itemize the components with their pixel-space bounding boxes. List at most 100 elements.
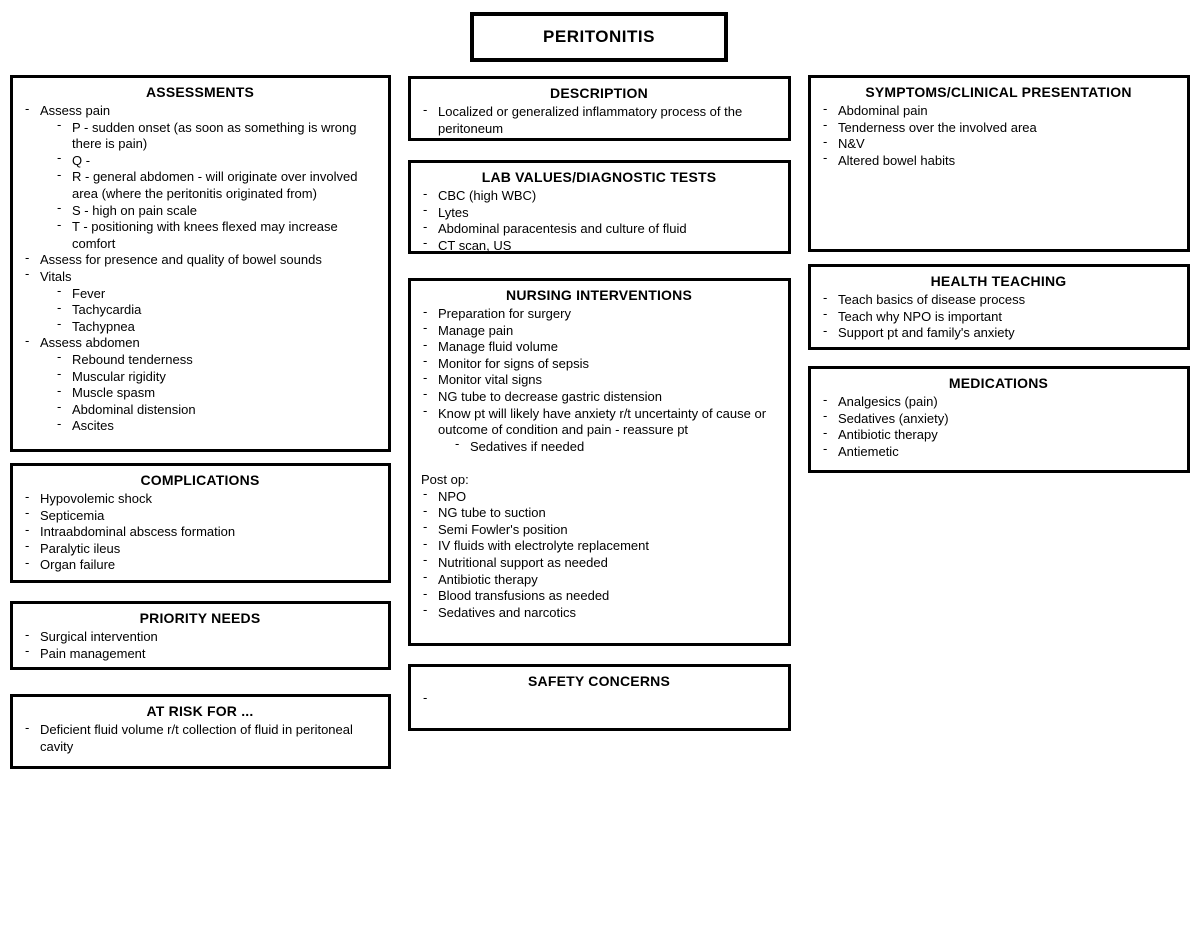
section-items: -Localized or generalized inflammatory p… [414,101,784,137]
list-item: -Sedatives (anxiety) [814,408,1183,428]
list-item-text: Altered bowel habits [838,152,956,168]
section-heading: AT RISK FOR ... [146,703,254,719]
dash-bullet: - [423,235,428,251]
dash-bullet: - [823,133,828,149]
dash-bullet: - [57,399,62,415]
section-assessments: ASSESSMENTS -Assess pain-P - sudden onse… [10,75,391,452]
list-item: -Monitor for signs of sepsis [414,353,784,373]
list-item: -Sedatives and narcotics [414,602,784,622]
dash-bullet: - [823,289,828,305]
dash-bullet: - [823,408,828,424]
list-item-text: Paralytic ileus [40,540,121,556]
dash-bullet: - [57,283,62,299]
dash-bullet: - [25,266,30,282]
list-item: -Know pt will likely have anxiety r/t un… [414,403,784,439]
dash-bullet: - [423,502,428,518]
dash-bullet: - [57,150,62,166]
dash-bullet: - [823,100,828,116]
blank-line [414,455,784,472]
list-item-text: Assess abdomen [40,335,140,351]
list-item-text: Abdominal pain [838,103,928,118]
list-item-text: NG tube to decrease gastric distension [438,388,663,404]
dash-bullet: - [423,353,428,369]
section-items: -Preparation for surgery-Manage pain-Man… [414,304,784,622]
list-item-text: Teach basics of disease process [838,292,1026,307]
list-item: -Semi Fowler's position [414,519,784,539]
list-item-text: Know pt will likely have anxiety r/t unc… [438,405,767,438]
list-item-text: CBC (high WBC) [438,188,537,203]
list-item: -Antibiotic therapy [414,569,784,589]
list-item: -CT scan, US [414,235,784,253]
section-items: -Teach basics of disease process-Teach w… [814,289,1183,342]
page-title: PERITONITIS [543,27,655,46]
list-item: -Abdominal paracentesis and culture of f… [414,219,784,238]
dash-bullet: - [57,349,62,365]
dash-bullet: - [57,200,62,216]
dash-bullet: - [423,486,428,502]
list-item-text: Muscle spasm [72,385,156,401]
list-item: -Teach basics of disease process [814,289,1183,309]
list-item-text: Nutritional support as needed [438,554,608,570]
list-item-text: Tachycardia [72,302,142,318]
list-item-text: Antibiotic therapy [438,571,538,587]
list-item-text: Sedatives and narcotics [438,604,577,620]
dash-bullet: - [423,689,428,705]
section-items: -CBC (high WBC)-Lytes-Abdominal paracent… [414,186,784,253]
list-item: -Hypovolemic shock [16,489,384,508]
list-item: -IV fluids with electrolyte replacement [414,536,784,555]
section-heading: HEALTH TEACHING [930,273,1067,289]
list-item: -Fever [16,283,384,303]
list-item-text: Sedatives if needed [470,438,585,454]
dash-bullet: - [823,117,828,133]
list-item: -NPO [414,486,784,506]
dash-bullet: - [423,386,428,402]
section-health-teaching: HEALTH TEACHING -Teach basics of disease… [808,264,1190,350]
list-item-text [438,692,784,709]
list-item: -Paralytic ileus [16,538,384,558]
list-item-text: Q - [72,152,91,168]
list-item: -Muscular rigidity [16,366,384,386]
list-item: -Surgical intervention [16,627,384,646]
list-item-text: Surgical intervention [40,629,158,644]
list-item: -NG tube to decrease gastric distension [414,386,784,406]
list-item: -Tachypnea [16,316,384,336]
list-item-text: Intraabdominal abscess formation [40,524,236,540]
dash-bullet: - [57,117,62,133]
list-item-text: NG tube to suction [438,505,546,521]
dash-bullet: - [57,382,62,398]
dash-bullet: - [423,101,428,117]
list-item-text: Blood transfusions as needed [438,588,610,604]
list-item-text: N&V [838,136,865,152]
dash-bullet: - [455,436,460,452]
section-at-risk-for: AT RISK FOR ... -Deficient fluid volume … [10,694,391,769]
list-item-text: Post op: [421,471,469,487]
list-item: -Septicemia [16,505,384,525]
dash-bullet: - [423,569,428,584]
dash-bullet: - [823,150,828,166]
list-item: -P - sudden onset (as soon as something … [16,117,384,153]
list-item: -Altered bowel habits [814,150,1183,170]
list-item: -Assess for presence and quality of bowe… [16,250,384,269]
list-item-text: Assess pain [40,103,111,118]
list-item-text: Tenderness over the involved area [838,119,1037,135]
dash-bullet: - [25,643,30,659]
list-item-text: R - general abdomen - will originate ove… [72,169,358,201]
dash-bullet: - [823,424,828,440]
section-items: -Surgical intervention-Pain management [16,627,384,662]
dash-bullet: - [423,519,428,535]
dash-bullet: - [423,602,428,618]
list-item: -Antibiotic therapy [814,424,1183,444]
list-item: -Deficient fluid volume r/t collection o… [16,720,384,755]
list-item: -Tenderness over the involved area [814,117,1183,137]
list-item-text: IV fluids with electrolyte replacement [438,538,649,554]
section-heading: NURSING INTERVENTIONS [506,287,692,303]
list-item: -Intraabdominal abscess formation [16,522,384,541]
dash-bullet: - [423,369,428,385]
list-item: -N&V [814,133,1183,153]
list-item-text: CT scan, US [438,237,512,253]
list-item: -Antiemetic [814,441,1183,461]
section-description: DESCRIPTION -Localized or generalized in… [408,76,791,141]
dash-bullet: - [823,441,828,457]
section-nursing-interventions: NURSING INTERVENTIONS -Preparation for s… [408,278,791,646]
